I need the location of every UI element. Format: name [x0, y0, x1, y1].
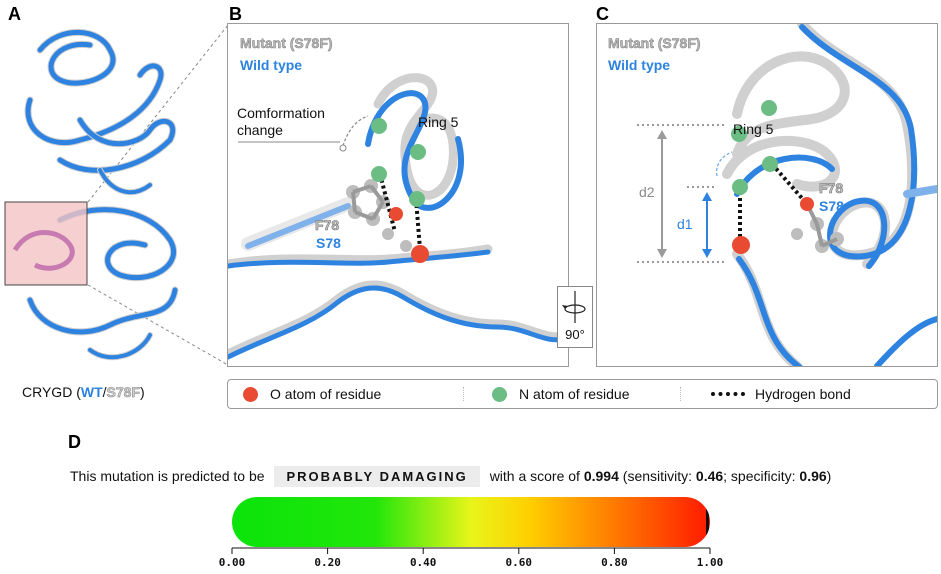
legend-o-atom: O atom of residue [243, 380, 381, 408]
upper-domain [24, 28, 176, 196]
n-atom [409, 191, 425, 207]
prediction-verdict-badge: PROBABLY DAMAGING [274, 466, 480, 487]
prediction-sentence: This mutation is predicted to be PROBABL… [70, 466, 831, 487]
panel-letter-c: C [596, 4, 609, 24]
prediction-score: 0.994 [583, 468, 619, 484]
structure-caption: CRYGD (WT/S78F) [22, 384, 145, 401]
d1-label: d1 [677, 216, 693, 232]
panel-c-wildtype-label: Wild type [608, 57, 671, 73]
caption-mutant: S78F [106, 384, 140, 401]
axis-tick-label: 0.20 [314, 556, 341, 569]
axis-tick-label: 0.80 [601, 556, 628, 569]
panel-b-s78-label: S78 [316, 235, 341, 251]
rotation-label: 90° [565, 327, 585, 342]
panel-c-structure [637, 24, 937, 366]
panel-letter-d: D [68, 432, 81, 452]
o-atom-dot-icon [243, 386, 258, 402]
o-atom [732, 236, 750, 254]
o-atom [800, 197, 814, 211]
panel-letter-a: A [8, 4, 21, 24]
axis-tick-label: 0.60 [505, 556, 533, 569]
legend-divider [463, 387, 464, 401]
panel-b-f78-label: F78 [315, 217, 340, 234]
panel-c-s78-label: S78 [819, 198, 844, 214]
panel-b-frame: Mutant (S78F) Wild type Comformation cha… [227, 23, 569, 367]
axis-tick-label: 0.00 [218, 556, 246, 569]
protein-overview [4, 24, 229, 366]
o-atom [389, 207, 403, 221]
rotation-indicator: 90° [557, 286, 593, 348]
zoom-guide-bottom [87, 284, 229, 366]
rotation-icon [562, 291, 586, 323]
hbond-line-icon [711, 392, 745, 396]
panel-c-frame: Mutant (S78F) Wild type Ring 5 F78 S78 d… [596, 23, 938, 367]
prediction-specificity: 0.96 [799, 468, 827, 484]
n-atom [731, 126, 747, 142]
panel-b-ring5-label: Ring 5 [418, 114, 459, 130]
prediction-sensitivity: 0.46 [695, 468, 724, 484]
score-marker [705, 497, 709, 547]
f78-sidechain [346, 179, 412, 252]
legend-divider [680, 387, 681, 401]
lower-domain [26, 206, 179, 361]
panel-b-mutant-label: Mutant (S78F) [240, 35, 333, 52]
panel-c-mutant-label: Mutant (S78F) [608, 35, 701, 52]
score-gradient-bar [232, 497, 710, 547]
o-atom [411, 245, 429, 263]
panel-b-wildtype-label: Wild type [240, 57, 303, 73]
axis-tick-label: 1.00 [696, 556, 724, 569]
hbond-mutant [378, 173, 397, 233]
panel-c-f78-label: F78 [819, 180, 844, 197]
n-atom [371, 166, 387, 182]
panel-letter-b: B [229, 4, 242, 24]
d2-label: d2 [639, 184, 655, 200]
conformation-change-label: Comformation change [237, 105, 325, 138]
panel-b-structure [228, 73, 568, 360]
n-atom [761, 100, 777, 116]
n-atom-dot-icon [492, 386, 507, 402]
n-atom [371, 118, 387, 134]
legend-n-atom: N atom of residue [492, 380, 630, 408]
hbond-wt [414, 198, 422, 250]
panel-c-ring5-label: Ring 5 [733, 121, 774, 137]
n-atom [762, 156, 778, 172]
highlighted-loop [12, 230, 75, 271]
axis-tick-label: 0.40 [409, 556, 437, 569]
n-atom [410, 144, 426, 160]
legend-hbond: Hydrogen bond [711, 380, 851, 408]
caption-wt: WT [80, 384, 103, 400]
n-atom [732, 179, 748, 195]
score-axis [231, 547, 711, 554]
atom-legend: O atom of residue N atom of residue Hydr… [227, 379, 938, 409]
